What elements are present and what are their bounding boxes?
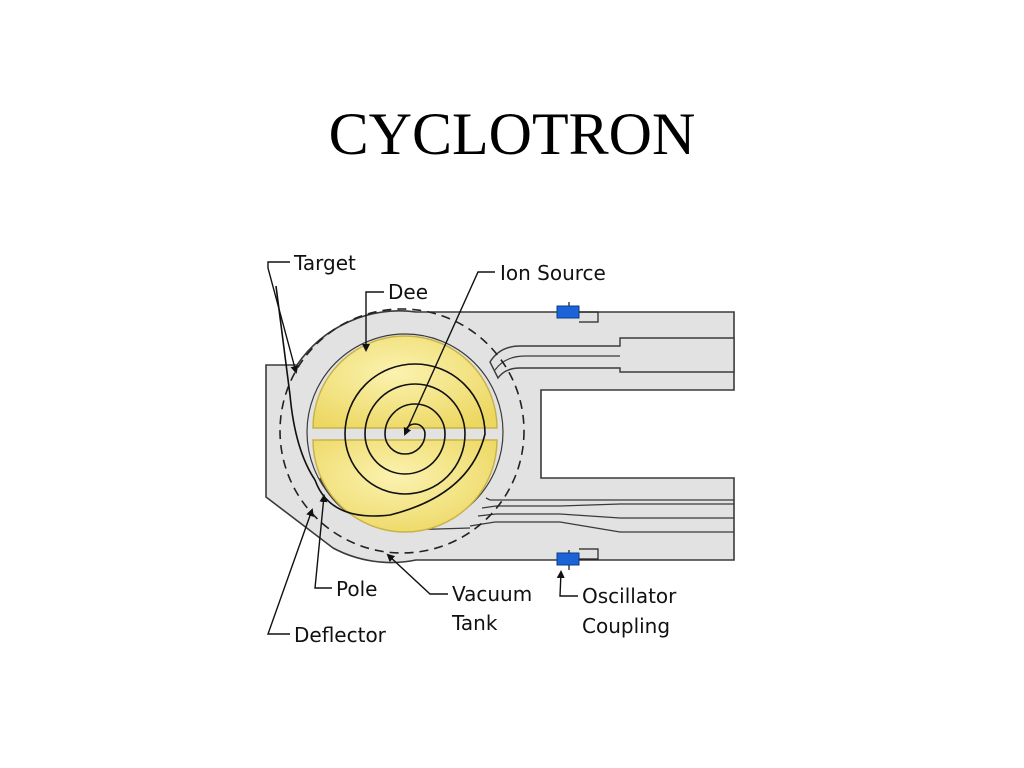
leader-dee xyxy=(362,291,384,352)
leader-target xyxy=(267,261,299,374)
ion-spiral-path xyxy=(314,363,486,517)
label-tank: Tank xyxy=(451,611,498,635)
label-dee: Dee xyxy=(388,280,428,304)
upper-channel-line xyxy=(494,355,620,371)
lower-lead-2 xyxy=(481,503,734,509)
oscillator-coupling-top xyxy=(556,302,599,323)
dee-upper xyxy=(312,335,498,429)
beam-to-target xyxy=(275,285,316,481)
leader-oscillator-coupling xyxy=(556,570,578,597)
label-vacuum: Vacuum xyxy=(452,582,532,606)
lower-lead-4 xyxy=(469,521,734,533)
label-ion-source: Ion Source xyxy=(500,261,606,285)
dee-lower xyxy=(312,439,498,533)
upper-channel xyxy=(489,337,735,380)
label-deflector: Deflector xyxy=(294,623,387,647)
label-pole: Pole xyxy=(336,577,377,601)
vacuum-tank-dashed-outline xyxy=(279,308,525,554)
leader-ion-source xyxy=(403,271,495,436)
slide-title: CYCLOTRON xyxy=(328,101,696,167)
lower-lead-1 xyxy=(485,497,734,501)
leader-deflector xyxy=(267,508,314,635)
label-coupling: Coupling xyxy=(582,614,670,638)
label-target: Target xyxy=(293,251,356,275)
oscillator-coupling-bottom xyxy=(556,548,599,570)
leader-vacuum-tank xyxy=(386,553,448,595)
leader-pole xyxy=(314,494,332,589)
label-oscillator: Oscillator xyxy=(582,584,677,608)
